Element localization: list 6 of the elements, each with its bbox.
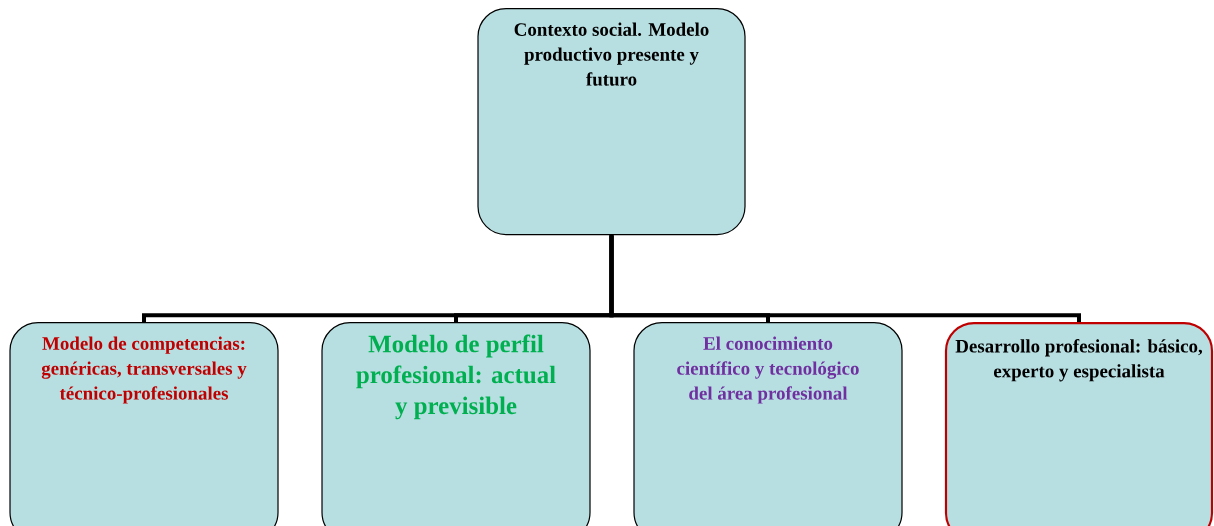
process-box: El conocimiento científico y tecnológico del área profesional [633, 322, 903, 526]
process-box: Contexto social. Modelo productivo presente y futuro [477, 8, 746, 236]
process-box: Modelo de competencias: genéricas, transversales y técnico-profesionales [9, 322, 279, 526]
connector-line [609, 235, 1081, 322]
process-box: Desarrollo profesional: básico, experto y especialista [944, 322, 1214, 526]
process-box: Modelo de perfil profesional: actual y previsible [321, 322, 591, 526]
